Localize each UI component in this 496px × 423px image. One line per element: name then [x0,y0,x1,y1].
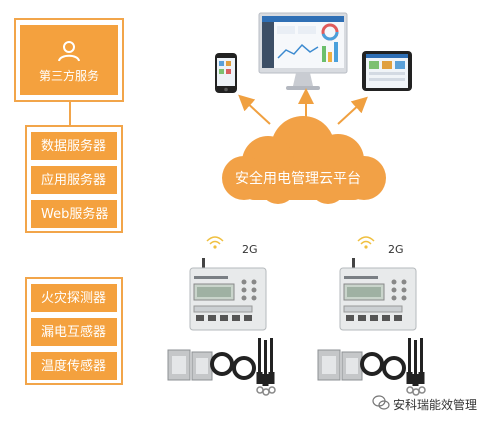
current-transformer-sensors [167,338,276,396]
wifi-signal-icon [357,236,375,249]
cloud-shape [222,116,386,204]
app-server-tile: 应用服务器 [31,166,117,194]
temperature-sensor-tile: 温度传感器 [31,352,117,380]
server-panel [25,125,123,233]
app-server-label: 应用服务器 [41,172,107,188]
arrow-to-phone [238,94,271,125]
arrow-to-tablet [337,96,368,125]
signal-label-left: 2G [242,243,258,256]
current-transformer-sensors [317,338,426,396]
leakage-transformer-label: 漏电互感器 [41,324,107,340]
cloud-platform-label: 安全用电管理云平台 [235,171,361,187]
web-server-tile: Web服务器 [31,200,117,228]
watermark-text: 安科瑞能效管理 [393,398,478,412]
phone-icon [215,53,237,93]
sensor-panel [25,277,123,385]
third-party-panel [14,18,124,102]
third-party-service-label: 第三方服务 [38,69,99,83]
connector-line [69,102,71,125]
user-icon [58,41,80,62]
temperature-sensor-label: 温度传感器 [41,358,107,374]
web-server-label: Web服务器 [41,206,109,222]
leakage-transformer-tile: 漏电互感器 [31,318,117,346]
wechat-icon [372,395,390,410]
fire-detector-label: 火灾探测器 [41,290,107,306]
fire-detector-tile: 火灾探测器 [31,284,117,312]
electrical-meter-device [189,258,267,331]
wifi-signal-icon [206,236,224,249]
monitor-icon [258,12,348,90]
electrical-meter-device [339,258,417,331]
signal-label-right: 2G [388,243,404,256]
tablet-icon [362,51,412,91]
third-party-service-tile: 第三方服务 [20,25,118,95]
cloud-to-devices-arrows [238,88,368,125]
data-server-label: 数据服务器 [41,138,107,154]
data-server-tile: 数据服务器 [31,132,117,160]
